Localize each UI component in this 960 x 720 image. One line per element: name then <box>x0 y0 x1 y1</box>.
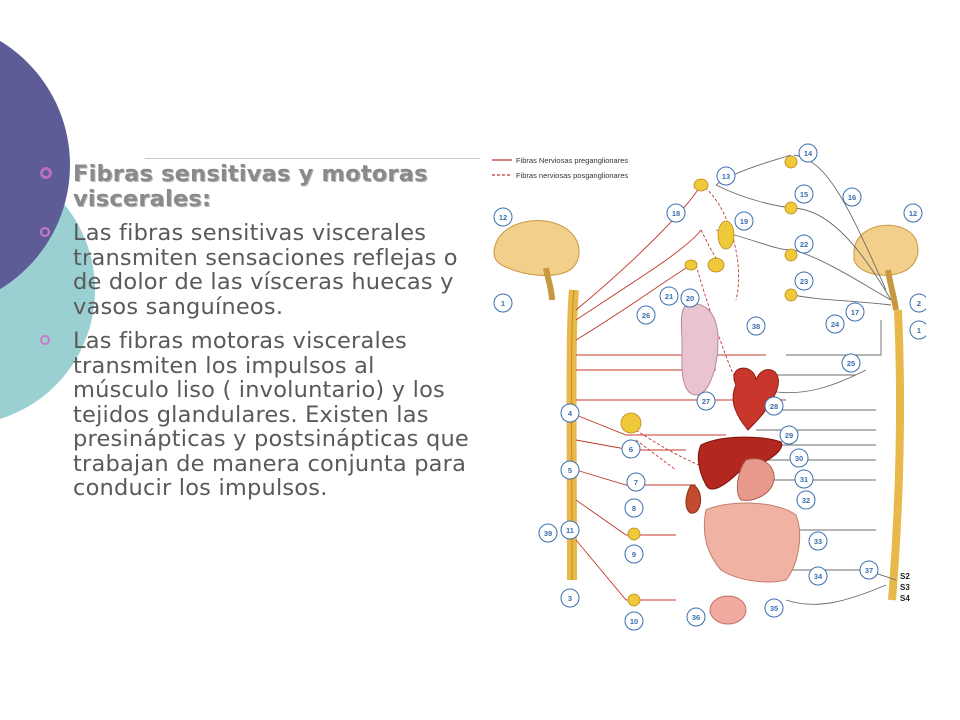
label-17: 17 <box>851 308 859 317</box>
paragraph-sensory: Las fibras sensitivas viscerales transmi… <box>73 220 458 320</box>
legend-post-label: Fibras nerviosas posganglionares <box>516 171 628 180</box>
right-brain <box>853 224 919 311</box>
label-19: 19 <box>740 217 748 226</box>
label-28: 28 <box>770 402 778 411</box>
bullet-motor: Las fibras motoras viscerales transmiten… <box>40 329 472 501</box>
ganglia <box>620 155 798 607</box>
label-10: 10 <box>630 617 638 626</box>
label-11: 11 <box>566 526 574 535</box>
label-20: 20 <box>686 294 694 303</box>
label-35: 35 <box>770 604 778 613</box>
label-26: 26 <box>642 311 650 320</box>
label-5: 5 <box>568 466 572 475</box>
label-14: 14 <box>804 149 813 158</box>
bullet-ring-icon <box>40 227 50 237</box>
stomach <box>736 458 775 501</box>
label-18: 18 <box>672 209 680 218</box>
heading-text: Fibras sensitivas y motoras viscerales: <box>73 161 428 212</box>
label-circles <box>493 143 926 631</box>
left-brain <box>493 220 580 301</box>
label-33: 33 <box>814 537 822 546</box>
bullet-ring-icon <box>40 167 52 179</box>
bladder <box>709 595 747 625</box>
label-2-right: 2 <box>917 299 921 308</box>
label-6: 6 <box>629 445 633 454</box>
bullet-sensory: Las fibras sensitivas viscerales transmi… <box>40 221 472 319</box>
label-1-left: 1 <box>501 299 505 308</box>
label-30: 30 <box>795 454 803 463</box>
sacral-labels: S2 S3 S4 <box>900 572 910 603</box>
label-9: 9 <box>632 550 636 559</box>
intestines <box>703 502 801 583</box>
bullet-heading: Fibras sensitivas y motoras viscerales: <box>40 162 472 211</box>
label-38: 38 <box>752 322 760 331</box>
label-22: 22 <box>800 240 808 249</box>
label-34: 34 <box>814 572 823 581</box>
label-13: 13 <box>722 172 730 181</box>
paragraph-motor: Las fibras motoras viscerales transmiten… <box>73 328 469 501</box>
label-25: 25 <box>847 359 855 368</box>
label-s4: S4 <box>900 594 910 603</box>
heart <box>732 367 779 431</box>
label-s3: S3 <box>900 583 910 592</box>
right-spinal-cord <box>888 309 904 601</box>
bullet-ring-icon <box>40 335 50 345</box>
label-36: 36 <box>692 613 700 622</box>
autonomic-nervous-system-diagram: Fibras Nerviosas preganglionares Fibras … <box>492 143 926 631</box>
label-12-right: 12 <box>909 209 917 218</box>
label-31: 31 <box>800 475 808 484</box>
label-s2: S2 <box>900 572 910 581</box>
label-3: 3 <box>568 594 572 603</box>
label-39: 39 <box>544 529 552 538</box>
purple-circle <box>0 40 70 290</box>
title-divider <box>145 158 480 159</box>
label-29: 29 <box>785 431 793 440</box>
label-16: 16 <box>848 193 856 202</box>
label-24: 24 <box>831 320 840 329</box>
label-27: 27 <box>702 397 710 406</box>
label-32: 32 <box>802 496 810 505</box>
kidney <box>685 484 702 514</box>
label-1-right: 1 <box>917 326 921 335</box>
label-23: 23 <box>800 277 808 286</box>
label-21: 21 <box>665 292 673 301</box>
label-4: 4 <box>568 409 573 418</box>
label-15: 15 <box>800 190 808 199</box>
label-numbers: 12 1 4 5 11 39 3 6 7 8 9 10 13 14 15 16 … <box>499 149 921 626</box>
label-12-left: 12 <box>499 213 507 222</box>
label-8: 8 <box>632 504 636 513</box>
label-7: 7 <box>634 478 638 487</box>
slide-body: Fibras sensitivas y motoras viscerales: … <box>40 162 472 511</box>
label-37: 37 <box>865 566 873 575</box>
lung <box>680 303 719 396</box>
legend-pre-label: Fibras Nerviosas preganglionares <box>516 156 628 165</box>
